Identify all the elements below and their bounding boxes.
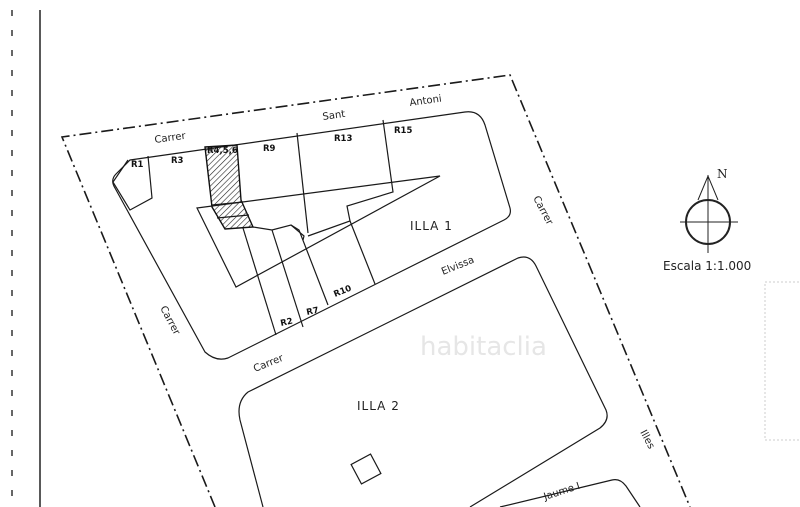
- lot-line-r7: [271, 229, 304, 328]
- lot-label: R15: [394, 126, 412, 136]
- street-label: Illes: [637, 428, 656, 451]
- block-label: ILLA 2: [357, 399, 400, 413]
- street-label: Sant: [322, 109, 346, 123]
- street-label: Elvissa: [440, 255, 476, 278]
- north-arrow-icon: [680, 174, 738, 253]
- block-1-outline: [112, 111, 511, 360]
- lot-label: R13: [334, 134, 352, 144]
- lot-label: R2: [280, 317, 294, 329]
- block-2-outline: [238, 256, 608, 507]
- street-label: Jaume I: [542, 481, 582, 503]
- watermark-logo: habitaclia: [420, 332, 547, 362]
- lot-line-r10: [290, 224, 329, 306]
- lot-line-r9: [296, 132, 309, 234]
- street-label: Carrer: [252, 353, 286, 375]
- triangle-outline: [196, 175, 441, 288]
- lot-r1: [112, 155, 153, 211]
- lot-label: R4,5,6: [207, 146, 238, 156]
- lot-line-r13: [307, 119, 394, 237]
- lot-label: R9: [263, 144, 276, 154]
- lot-label: R3: [171, 156, 184, 166]
- street-label: Antoni: [409, 94, 443, 109]
- scale-label: Escala 1:1.000: [663, 259, 751, 273]
- planning-boundary: [60, 74, 691, 507]
- street-label: Carrer: [530, 194, 555, 227]
- street-label: Carrer: [154, 131, 187, 146]
- lot-line: [349, 220, 376, 285]
- lot-label: R7: [306, 306, 320, 318]
- lot-label: R1: [131, 160, 144, 170]
- street-label: Carrer: [157, 304, 182, 337]
- lot-line-r2: [242, 227, 277, 336]
- block-label: ILLA 1: [410, 219, 453, 233]
- lot-line: [216, 214, 250, 219]
- lot-line: [252, 224, 305, 241]
- north-label: N: [717, 167, 728, 181]
- legend-box-faint: [764, 281, 800, 441]
- building-square: [350, 453, 382, 485]
- block-3-outline: [499, 479, 641, 507]
